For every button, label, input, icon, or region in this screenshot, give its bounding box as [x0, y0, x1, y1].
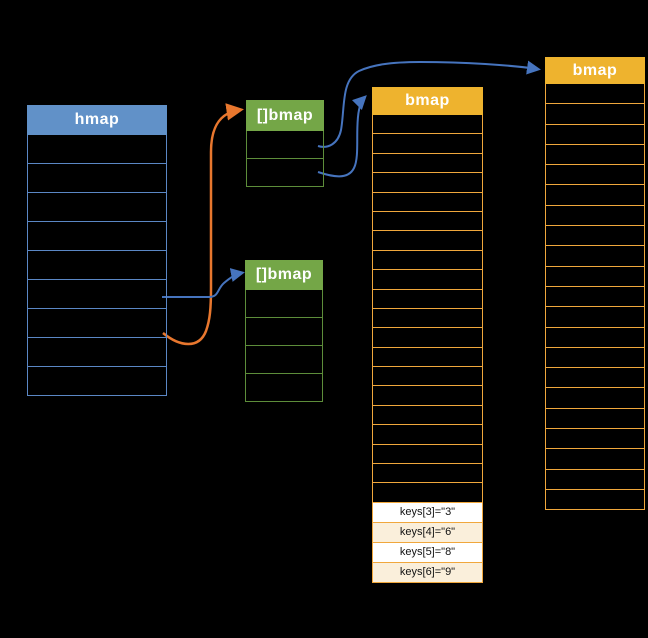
table-row: [546, 367, 644, 387]
table-body-hmap: [27, 135, 167, 396]
table-title-bmap-array-2: []bmap: [245, 260, 323, 290]
table-row: [546, 184, 644, 204]
table-row: [373, 307, 482, 327]
table-title-bmap-right: bmap: [545, 57, 645, 84]
table-title-bmap-array-1: []bmap: [246, 100, 324, 131]
table-row: [546, 245, 644, 265]
table-row: [373, 191, 482, 211]
table-row: [28, 250, 166, 279]
table-row: [28, 163, 166, 192]
arrow-hmap-row6-to-bmap-array-2: [162, 268, 245, 298]
table-row: [247, 158, 323, 186]
table-row: [546, 488, 644, 509]
table-row: [546, 468, 644, 489]
table-row: [546, 204, 644, 225]
table-row: [373, 366, 482, 385]
key-cell: keys[6]="9": [373, 561, 482, 582]
table-row: [246, 290, 322, 317]
table-body-bmap-right: [545, 84, 645, 511]
table-row: [373, 230, 482, 249]
table-row: [546, 306, 644, 326]
table-row: [373, 346, 482, 366]
table-row: [28, 221, 166, 250]
table-row: [373, 133, 482, 152]
table-row: [28, 337, 166, 366]
key-cell: keys[4]="6": [373, 521, 482, 542]
table-row: [247, 131, 323, 158]
table-body-bmap-array-2: [245, 290, 323, 402]
table-row: [28, 192, 166, 221]
table-row: [373, 404, 482, 424]
table-row: [546, 387, 644, 407]
key-cell: keys[5]="8": [373, 541, 482, 562]
table-row: [546, 103, 644, 123]
table-row: [28, 308, 166, 337]
table-bmap-array-1: []bmap: [246, 100, 324, 187]
table-row: [373, 115, 482, 133]
table-row: [373, 288, 482, 308]
table-bmap-array-2: []bmap: [245, 260, 323, 402]
table-row: [546, 285, 644, 306]
table-row: [28, 135, 166, 163]
table-row: [546, 84, 644, 103]
table-row: [546, 225, 644, 245]
table-body-bmap-array-1: [246, 131, 324, 187]
table-row: [373, 385, 482, 404]
table-row: [546, 346, 644, 367]
table-row: [546, 143, 644, 164]
table-row: [373, 327, 482, 346]
table-row: [373, 269, 482, 288]
table-row: [246, 345, 322, 373]
table-row: [28, 279, 166, 308]
table-title-bmap-mid: bmap: [372, 87, 483, 115]
table-bmap-right: bmap: [545, 57, 645, 511]
table-row: [373, 424, 482, 443]
table-row: [246, 373, 322, 401]
table-row: [373, 463, 482, 482]
table-row: [373, 152, 482, 172]
table-row: [373, 172, 482, 191]
key-cell: keys[3]="3": [373, 501, 482, 522]
table-row: [373, 249, 482, 269]
table-row: [546, 428, 644, 448]
arrow-bmap-array1-row2-to-bmap-mid: [317, 95, 367, 178]
table-row: [28, 366, 166, 395]
table-title-hmap: hmap: [27, 105, 167, 135]
table-hmap: hmap: [27, 105, 167, 396]
table-row: [373, 443, 482, 463]
table-row: [373, 210, 482, 230]
table-row: [546, 123, 644, 144]
table-body-bmap-mid: keys[3]="3"keys[4]="6"keys[5]="8"keys[6]…: [372, 115, 483, 583]
table-row: [373, 482, 482, 501]
table-row: [546, 265, 644, 286]
arrow-hmap-row7-to-bmap-array-1: [162, 103, 244, 346]
table-row: [546, 326, 644, 347]
table-row: [546, 164, 644, 184]
table-row: [246, 317, 322, 345]
table-row: [546, 407, 644, 428]
table-row: [546, 448, 644, 468]
